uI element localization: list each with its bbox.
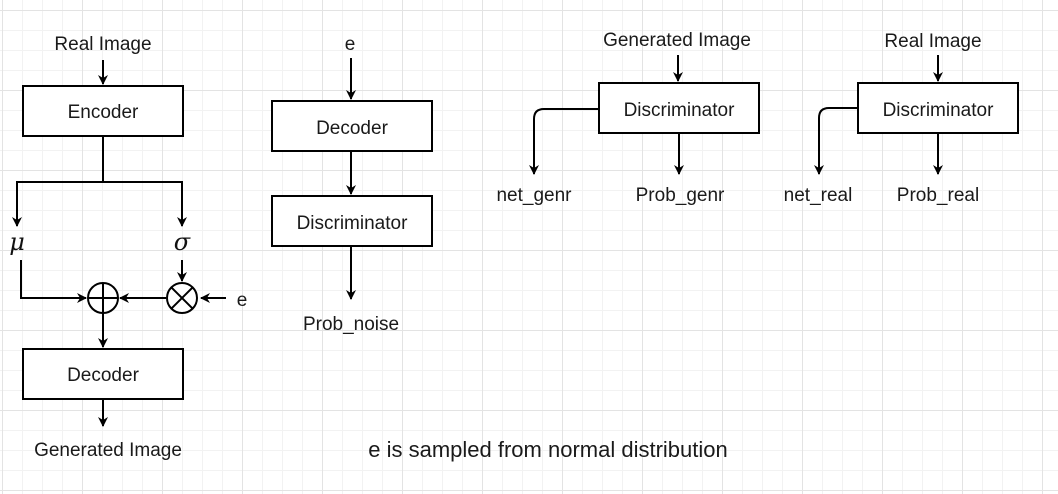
sigma-symbol: σ bbox=[174, 228, 191, 256]
sampling-note: e is sampled from normal distribution bbox=[368, 437, 727, 462]
real-input-label: Real Image bbox=[884, 31, 981, 52]
edge-real-discriminator-to-net bbox=[814, 107, 858, 175]
noise-input-label: e bbox=[345, 34, 356, 55]
vae-e-label: e bbox=[237, 290, 248, 311]
generated-net-label: net_genr bbox=[496, 185, 572, 206]
generated-prob-label: Prob_genr bbox=[636, 185, 725, 206]
vae-decoder-label: Decoder bbox=[67, 365, 139, 386]
sum-operator-icon bbox=[87, 282, 119, 314]
edge-split-to-mu bbox=[12, 181, 103, 227]
generated-discriminator-label: Discriminator bbox=[624, 100, 736, 121]
edge-generated-discriminator-to-net bbox=[529, 108, 599, 175]
real-discriminator-label: Discriminator bbox=[883, 100, 995, 121]
vae-input-label: Real Image bbox=[54, 34, 151, 55]
encoder-box[interactable]: Encoder bbox=[22, 85, 184, 137]
vae-output-label: Generated Image bbox=[34, 440, 182, 461]
noise-decoder-label: Decoder bbox=[316, 118, 388, 139]
noise-discriminator-box[interactable]: Discriminator bbox=[271, 195, 433, 247]
noise-prob-label: Prob_noise bbox=[303, 314, 399, 335]
real-prob-label: Prob_real bbox=[897, 185, 979, 206]
generated-discriminator-box[interactable]: Discriminator bbox=[598, 82, 760, 134]
edge-split-to-sigma bbox=[103, 181, 187, 227]
real-net-label: net_real bbox=[784, 185, 853, 206]
multiply-operator-icon bbox=[166, 282, 198, 314]
mu-symbol: μ bbox=[9, 228, 25, 256]
noise-decoder-box[interactable]: Decoder bbox=[271, 100, 433, 152]
edge-mu-to-sum bbox=[20, 260, 87, 303]
real-discriminator-box[interactable]: Discriminator bbox=[857, 82, 1019, 134]
vae-decoder-box[interactable]: Decoder bbox=[22, 348, 184, 400]
encoder-label: Encoder bbox=[68, 102, 139, 123]
generated-input-label: Generated Image bbox=[603, 30, 751, 51]
noise-discriminator-label: Discriminator bbox=[297, 213, 409, 234]
